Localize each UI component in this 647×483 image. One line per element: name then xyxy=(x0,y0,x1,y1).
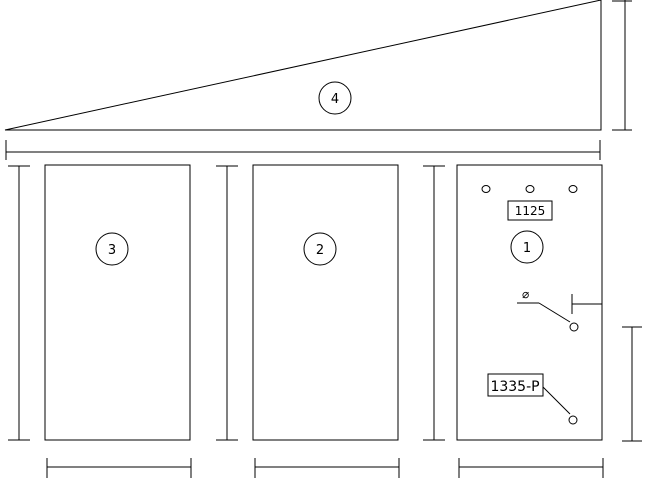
dim-panel-1-height xyxy=(423,165,445,441)
dim-panel-3-height xyxy=(8,165,30,441)
dim-lower-height xyxy=(622,326,642,442)
dim-panel-1-width xyxy=(458,458,604,478)
part-3-panel: 3 xyxy=(44,164,191,441)
label-1335p-leader xyxy=(542,386,571,415)
top-hole-right xyxy=(568,185,578,193)
diameter-symbol: ⌀ xyxy=(522,287,529,301)
part-4-balloon xyxy=(318,81,352,115)
part-1-balloon xyxy=(510,230,544,264)
dim-panel-2-height xyxy=(216,165,238,441)
part-1-number: 1 xyxy=(523,241,531,256)
label-1335p-box xyxy=(487,373,544,397)
hole-lower xyxy=(568,415,578,425)
label-1125-text: 1125 xyxy=(515,204,546,218)
hole-upper xyxy=(569,322,579,332)
part-2-number: 2 xyxy=(316,243,324,258)
dim-triangle-width xyxy=(5,140,601,160)
dim-panel-2-width xyxy=(254,458,400,478)
dim-panel-3-width xyxy=(46,458,192,478)
label-1125-box xyxy=(507,200,553,221)
panel-2-outline xyxy=(252,164,399,441)
part-2-panel: 2 xyxy=(252,164,399,441)
part-2-balloon xyxy=(303,232,337,266)
part-3-balloon xyxy=(95,232,129,266)
part-4-number: 4 xyxy=(331,92,339,107)
part-3-number: 3 xyxy=(108,243,116,258)
panel-3-outline xyxy=(44,164,191,441)
triangle-outline xyxy=(4,0,602,131)
top-hole-left xyxy=(481,185,491,193)
label-1335p-text: 1335-P xyxy=(490,379,539,395)
part-1-panel: 1125 1 ⌀ 1335-P xyxy=(456,164,603,441)
top-hole-middle xyxy=(525,185,535,193)
part-4-triangle: 4 xyxy=(4,0,602,131)
diameter-leader xyxy=(538,302,571,323)
dim-triangle-height xyxy=(612,0,632,131)
